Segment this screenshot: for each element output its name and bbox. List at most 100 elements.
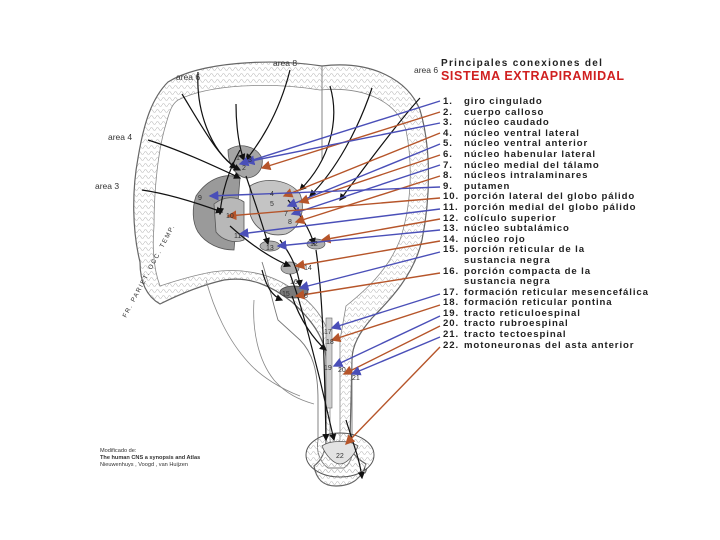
arrow-9 [208,186,441,201]
label-area8: area 8 [273,58,297,68]
label-n3: 3 [248,157,252,164]
label-n11: 11 [234,233,241,240]
legend-text: sustancia negra [464,276,551,288]
label-y: y [364,467,368,474]
label-n22: 22 [336,453,344,460]
legend-text: cuerpo calloso [464,106,545,118]
legend-number: 4. [443,127,453,139]
legend-number: 22. [443,339,460,351]
label-n5: 5 [270,201,274,208]
legend-text: porción compacta de la [464,265,591,277]
label-n2: 2 [242,165,246,172]
legend-number: 13. [443,223,460,235]
legend-number: 19. [443,307,460,319]
arrow-17 [330,293,441,331]
label-n10: 10 [226,213,234,220]
arrow-19 [332,315,441,367]
arrow-12 [320,218,441,244]
arrow-3 [244,122,441,166]
legend-number: 2. [443,106,453,118]
legend-number: 21. [443,329,460,341]
legend-number: 3. [443,117,453,129]
label-n17: 17 [324,329,332,336]
arrow-15 [298,251,441,291]
source-credit: Modificado de: The human CNS a synopsis … [100,448,200,469]
label-n15: 15 [282,291,290,298]
legend-number: 6. [443,148,453,160]
legend-text: núcleo caudado [464,117,550,129]
label-n16: 16 [290,279,298,286]
legend-number: 14. [443,233,460,245]
arrow-5 [286,143,441,208]
arrow-4 [282,132,441,198]
black-pathways [141,69,421,480]
legend-text: putamen [464,180,511,192]
medulla-outline [253,299,315,405]
label-n9: 9 [198,195,202,202]
legend-number: 5. [443,138,453,150]
label-n4: 4 [270,191,274,198]
legend-text: núcleos intralaminares [464,170,589,182]
label-n19: 19 [324,365,332,372]
arrow-14 [294,240,441,270]
title-line-2: SISTEMA EXTRAPIRAMIDAL [441,69,625,83]
label-area6-left: area 6 [176,72,200,82]
label-n14: 14 [304,265,312,272]
legend-number: 7. [443,159,453,171]
legend-text: giro cingulado [464,96,543,107]
legend-text: colículo superior [464,212,557,224]
spinal-gray [321,441,359,465]
legend-number: 10. [443,191,460,203]
legend-number: 11. [443,201,459,213]
legend-text: núcleo rojo [464,233,526,245]
legend-number: 18. [443,297,460,309]
legend-text: núcleo subtalámico [464,223,570,235]
legend-number: 1. [443,96,453,107]
legend-number: 15. [443,244,460,256]
label-area4: area 4 [108,132,132,142]
legend-text: tracto tectoespinal [464,329,567,341]
arrow-22 [345,346,441,446]
label-area3: area 3 [95,181,119,191]
legend-number: 8. [443,170,453,182]
legend-text: sustancia negra [464,254,551,266]
title-line-1: Principales conexiones del [441,58,604,69]
legend-number: 17. [443,286,460,298]
legend-text: núcleo medial del tálamo [464,159,600,171]
label-n8: 8 [288,219,292,226]
label-n21: 21 [352,375,360,382]
legend-text: porción lateral del globo pálido [464,191,636,203]
label-n13: 13 [266,245,274,252]
brain-section [133,61,430,487]
source-line-1: Modificado de: [100,448,137,454]
legend-text: motoneuronas del asta anterior [464,339,635,351]
legend-text: núcleo ventral anterior [464,138,589,150]
arrow-11 [238,208,441,238]
legend-number: 16. [443,265,460,277]
legend-text: formación reticular mesencefálica [464,286,649,298]
source-line-2: The human CNS a synopsis and Atlas [100,455,201,461]
arrow-16 [294,272,441,300]
arrow-21 [350,336,441,376]
legend-text: formación reticular pontina [464,297,613,309]
label-n20: 20 [338,367,346,374]
reticular-column [325,317,333,409]
arrow-13 [276,229,441,251]
legend-number: 9. [443,180,453,192]
label-n12: 12 [310,241,318,248]
legend-text: núcleo habenular lateral [464,148,596,160]
arrow-1 [238,100,441,167]
arrow-2 [260,111,441,171]
arrow-10 [226,197,441,221]
arrow-20 [342,325,441,375]
legend-number: 20. [443,318,460,330]
legend-text: núcleo ventral lateral [464,127,580,139]
label-n1: 1 [236,155,240,162]
label-area6-right: area 6 [414,65,438,75]
label-n6: 6 [304,293,308,300]
legend-arrows [208,100,441,446]
legend-text: porción reticular de la [464,244,585,256]
legend-number: 12. [443,212,460,224]
arrow-8 [294,175,441,225]
